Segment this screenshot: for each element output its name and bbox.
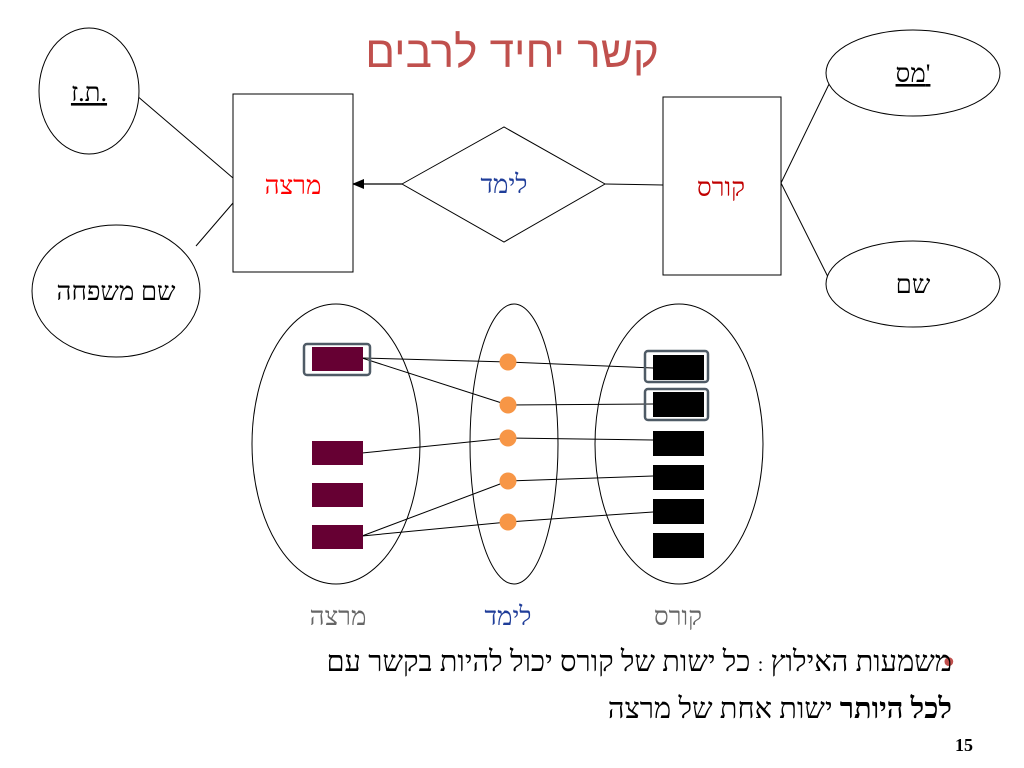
link-lecturer4-rel4 (361, 480, 509, 537)
entity-lecturer-label: מרצה (265, 171, 322, 200)
connector-course-relationship (604, 183, 664, 186)
relationship-instance-3 (499, 429, 517, 447)
course-instance-2 (653, 392, 704, 417)
link-rel2-course2 (507, 403, 654, 406)
caption-lecturer: מרצה (310, 602, 367, 631)
connector-name (780, 182, 833, 286)
relationship-instance-4 (499, 472, 517, 490)
relationship-diamond (400, 126, 607, 243)
bullet-line2-bold: לכל היותר (839, 693, 952, 725)
course-instance-highlight-2 (643, 387, 710, 422)
link-lecturer2-rel3 (361, 437, 509, 454)
link-lecturer1-rel2 (361, 357, 509, 406)
connector-tz (135, 94, 234, 179)
course-instance-4 (653, 465, 704, 490)
relationship-instance-2 (499, 396, 517, 414)
lecturer-instance-highlight (302, 342, 372, 377)
connector-num (780, 77, 833, 184)
page-title: קשר יחיד לרבים (365, 28, 659, 77)
bullet-line-1: משמעות האילוץ : כל ישות של קורס יכול להי… (92, 640, 952, 687)
lecturer-instance-1 (312, 347, 363, 371)
link-rel4-course4 (507, 475, 654, 482)
attribute-family-name-ellipse (31, 224, 201, 358)
course-instance-highlight-1 (643, 349, 710, 384)
attribute-family-name-label: שם משפחה (57, 277, 177, 306)
attribute-num-label: מס' (896, 59, 931, 88)
course-instance-1 (653, 355, 704, 380)
relationship-label: לימד (481, 170, 528, 199)
entity-course-label: קורס (697, 173, 745, 202)
entity-course-box (662, 96, 782, 276)
bullet-line1-rest: כל ישות של קורס יכול להיות בקשר עם (326, 646, 751, 678)
lecturer-instance-4 (312, 525, 363, 549)
lecturer-instance-3 (312, 483, 363, 507)
link-rel3-course3 (507, 437, 654, 441)
bullet-line2-rest: ישות אחת של מרצה (607, 693, 833, 725)
course-instance-6 (653, 533, 704, 558)
link-lecturer4-rel5 (361, 521, 509, 537)
bullet-dot-icon: • (940, 646, 958, 681)
bullet-line-2: לכל היותר ישות אחת של מרצה (92, 687, 952, 731)
attribute-name-label: שם (896, 270, 931, 299)
course-instance-3 (653, 431, 704, 456)
caption-course: קורס (654, 602, 702, 631)
link-lecturer1-rel1 (361, 357, 509, 363)
instance-links (361, 357, 654, 537)
attribute-name-ellipse (825, 240, 1001, 328)
bullet-line1-prefix: משמעות האילוץ (770, 646, 952, 678)
connector-family-name (195, 202, 234, 247)
attribute-tz-ellipse (38, 27, 140, 155)
entity-lecturer-box (232, 93, 354, 273)
attribute-tz-label: ת.ז. (71, 78, 107, 107)
lecturer-instance-2 (312, 441, 363, 465)
page-number: 15 (955, 735, 973, 755)
caption-taught: לימד (485, 602, 532, 631)
relationship-instance-1 (499, 353, 517, 371)
link-rel5-course5 (507, 511, 654, 523)
constraint-explanation: משמעות האילוץ : כל ישות של קורס יכול להי… (92, 640, 952, 731)
relationship-instance-5 (499, 513, 517, 531)
bullet-line1-colon: : (757, 654, 764, 676)
link-rel1-course1 (507, 361, 654, 369)
course-instance-5 (653, 499, 704, 524)
attribute-num-ellipse (825, 29, 1001, 117)
